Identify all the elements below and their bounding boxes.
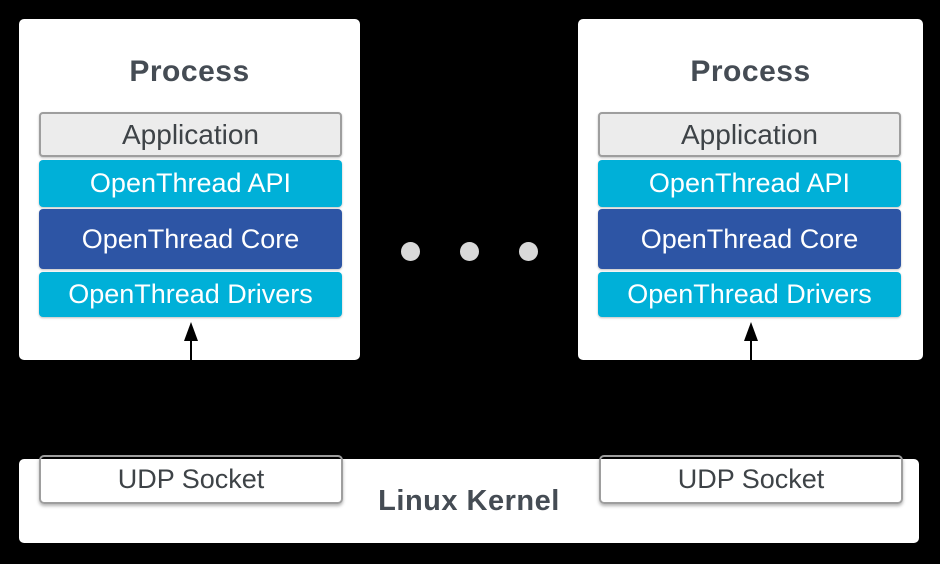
layer-openthread-core: OpenThread Core [598, 209, 901, 269]
process-box-right: Process Application OpenThread API OpenT… [578, 19, 923, 360]
layer-openthread-api: OpenThread API [598, 160, 901, 207]
process-box-left: Process Application OpenThread API OpenT… [19, 19, 360, 360]
ellipsis-dot-icon [519, 242, 538, 261]
udp-socket-left: UDP Socket [39, 455, 343, 504]
layer-application: Application [598, 112, 901, 157]
arrow-head [184, 322, 198, 341]
linux-kernel-box: Linux Kernel [19, 459, 919, 543]
layer-openthread-core: OpenThread Core [39, 209, 342, 269]
kernel-label: Linux Kernel [378, 484, 560, 517]
layer-application: Application [39, 112, 342, 157]
arrow-shaft [750, 336, 752, 456]
ellipsis-dot-icon [401, 242, 420, 261]
layer-openthread-drivers: OpenThread Drivers [39, 272, 342, 317]
layer-openthread-drivers: OpenThread Drivers [598, 272, 901, 317]
layer-openthread-api: OpenThread API [39, 160, 342, 207]
arrow-shaft [190, 336, 192, 456]
arrow-up-icon [184, 322, 198, 456]
arrow-up-icon [744, 322, 758, 456]
process-title: Process [129, 55, 250, 88]
process-title: Process [690, 55, 811, 88]
udp-socket-right: UDP Socket [599, 455, 903, 504]
arrow-head [744, 322, 758, 341]
ellipsis-dot-icon [460, 242, 479, 261]
